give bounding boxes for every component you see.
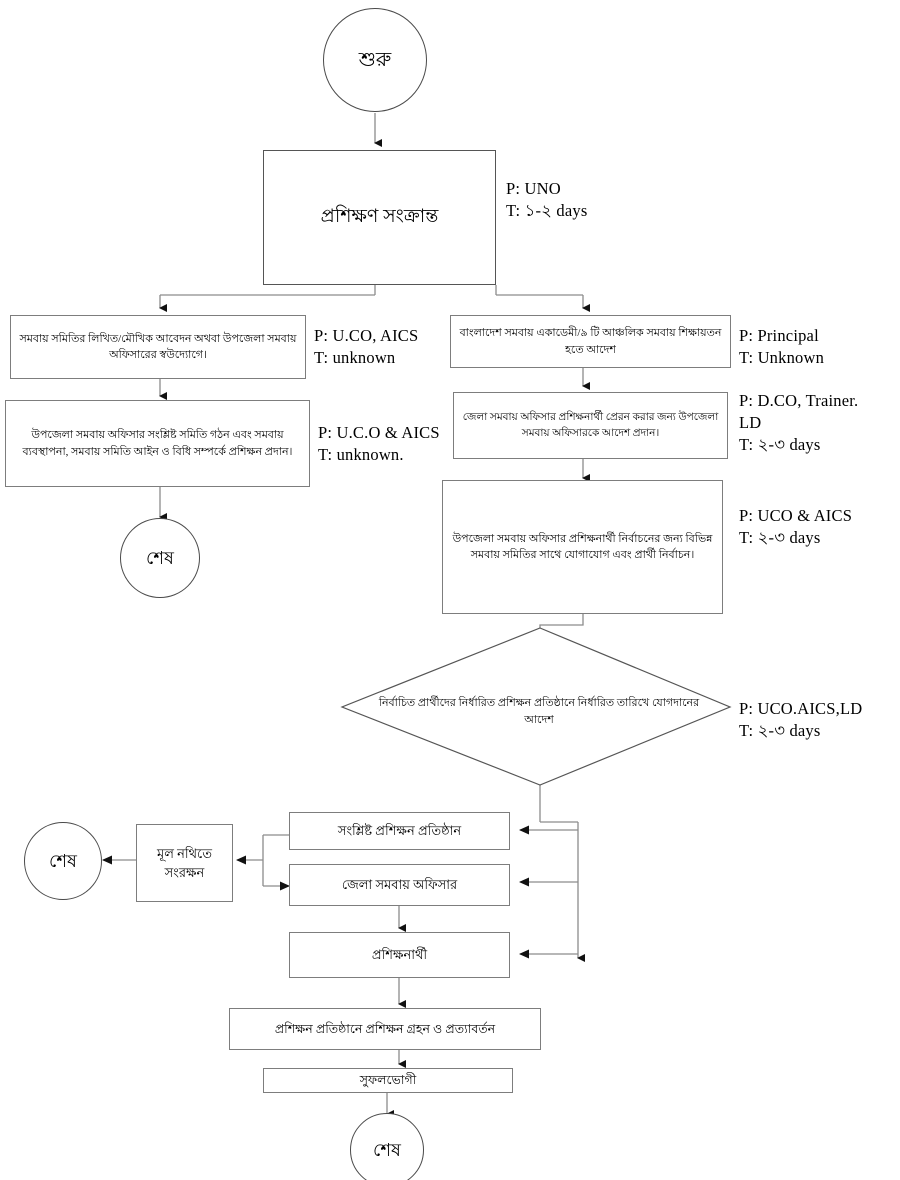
node-right-box-2[interactable]: জেলা সমবায় অফিসার প্রশিক্ষনার্থী প্রেরন… [453, 392, 728, 459]
node-right-box-3-label: উপজেলা সমবায় অফিসার প্রশিক্ষনার্থী নির্… [452, 532, 713, 562]
node-start[interactable]: শুরু [323, 8, 427, 112]
node-right-box-1[interactable]: বাংলাদেশ সমবায় একাডেমী/৯ টি আঞ্চলিক সমব… [450, 315, 731, 368]
node-final-end-label: শেষ [373, 1139, 401, 1160]
node-attend-training-label: প্রশিক্ষন প্রতিষ্ঠানে প্রশিক্ষন গ্রহন ও … [274, 1021, 496, 1036]
node-training-institute-label: সংশ্লিষ্ট প্রশিক্ষন প্রতিষ্ঠান [337, 823, 462, 839]
node-beneficiary-label: সুফলভোগী [359, 1073, 417, 1088]
node-trainee-label: প্রশিক্ষনার্থী [371, 947, 428, 963]
node-left-box-1[interactable]: সমবায় সমিতির লিখিত/মৌখিক আবেদন অথবা উপজ… [10, 315, 306, 379]
annotation-right-box-3: P: UCO & AICS T: ২-৩ days [739, 506, 853, 547]
node-archive-end[interactable]: শেষ [24, 822, 102, 900]
edge-rightbox3-to-decision [539, 614, 584, 639]
node-decision-label: নির্বাচিত প্রার্থীদের নির্ধারিত প্রশিক্ষ… [378, 697, 700, 726]
node-archive[interactable]: মূল নথিতে সংরক্ষন [136, 824, 233, 902]
node-final-end[interactable]: শেষ [350, 1113, 424, 1180]
node-left-end[interactable]: শেষ [120, 518, 200, 598]
node-district-officer[interactable]: জেলা সমবায় অফিসার [289, 864, 510, 906]
node-beneficiary[interactable]: সুফলভোগী [263, 1068, 513, 1093]
node-left-box-2-label: উপজেলা সমবায় অফিসার সংশ্লিষ্ট সমিতি গঠন… [22, 429, 293, 458]
node-right-box-3[interactable]: উপজেলা সমবায় অফিসার প্রশিক্ষনার্থী নির্… [442, 480, 723, 614]
node-left-box-2[interactable]: উপজেলা সমবায় অফিসার সংশ্লিষ্ট সমিতি গঠন… [5, 400, 310, 487]
node-right-box-2-label: জেলা সমবায় অফিসার প্রশিক্ষনার্থী প্রেরন… [462, 411, 719, 439]
node-training-related-label: প্রশিক্ষণ সংক্রান্ত [320, 206, 439, 228]
node-attend-training[interactable]: প্রশিক্ষন প্রতিষ্ঠানে প্রশিক্ষন গ্রহন ও … [229, 1008, 541, 1050]
node-right-box-1-label: বাংলাদেশ সমবায় একাডেমী/৯ টি আঞ্চলিক সমব… [459, 327, 722, 356]
annotation-right-box-1: P: Principal T: Unknown [739, 326, 825, 367]
node-trainee[interactable]: প্রশিক্ষনার্থী [289, 932, 510, 978]
node-left-end-label: শেষ [146, 547, 174, 568]
annotation-left-box-2: P: U.C.O & AICS T: unknown. [318, 423, 440, 464]
node-archive-label: মূল নথিতে সংরক্ষন [156, 845, 213, 881]
node-start-label: শুরু [358, 49, 392, 71]
annotation-decision: P: UCO.AICS,LD T: ২-৩ days [739, 699, 863, 740]
node-archive-end-label: শেষ [49, 850, 77, 871]
annotation-right-box-2: P: D.CO, Trainer. LD T: ২-৩ days [739, 391, 859, 454]
node-training-related[interactable]: প্রশিক্ষণ সংক্রান্ত [263, 150, 496, 285]
node-district-officer-label: জেলা সমবায় অফিসার [341, 877, 458, 893]
annotation-training-related: P: UNO T: ১-২ days [506, 179, 588, 220]
node-left-box-1-label: সমবায় সমিতির লিখিত/মৌখিক আবেদন অথবা উপজ… [19, 332, 297, 362]
annotation-left-box-1: P: U.CO, AICS T: unknown [314, 326, 419, 367]
node-training-institute[interactable]: সংশ্লিষ্ট প্রশিক্ষন প্রতিষ্ঠান [289, 812, 510, 850]
